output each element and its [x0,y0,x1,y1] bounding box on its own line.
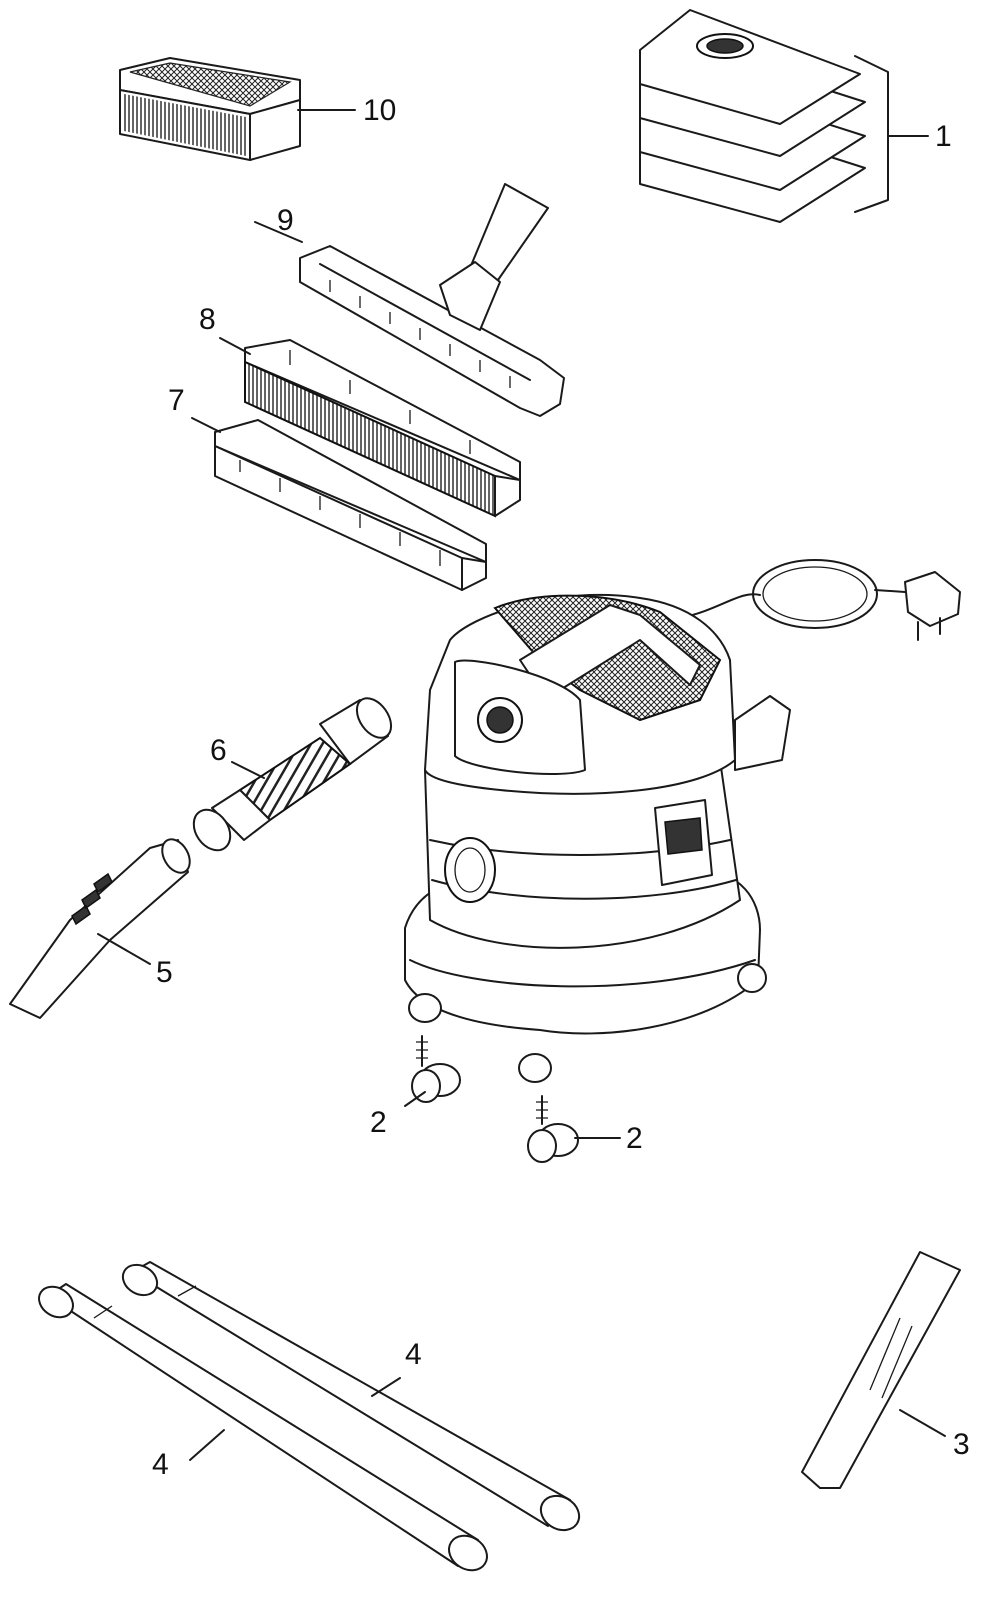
part-vacuum-cleaner [404,593,791,1083]
callout-10: 10 [363,94,397,127]
callout-4-front: 4 [152,1448,169,1481]
part-3-crevice-nozzle [801,1251,961,1489]
callout-1: 1 [935,120,952,153]
part-4-suction-tube-front [38,1283,488,1572]
part-9-floor-nozzle [254,183,565,417]
power-cord [679,559,961,641]
callout-6: 6 [210,734,227,767]
callout-2-right: 2 [626,1122,643,1155]
callout-3: 3 [953,1428,970,1461]
part-5-handle [9,838,191,1019]
part-1-filter-bags [639,9,929,223]
callout-8: 8 [199,303,216,336]
part-2-castor-right [527,1095,621,1163]
part-8-brush-strip [219,337,521,518]
callout-9: 9 [277,204,294,237]
part-6-hose-connector [192,697,393,852]
callout-7: 7 [168,384,185,417]
part-10-filter [119,57,356,161]
callout-2-left: 2 [370,1106,387,1139]
part-4-suction-tube-back [121,1261,581,1532]
part-7-rubber-strip [191,417,487,591]
part-2-castor-left [404,1035,461,1107]
callout-4-back: 4 [405,1338,422,1371]
callout-5: 5 [156,956,173,989]
